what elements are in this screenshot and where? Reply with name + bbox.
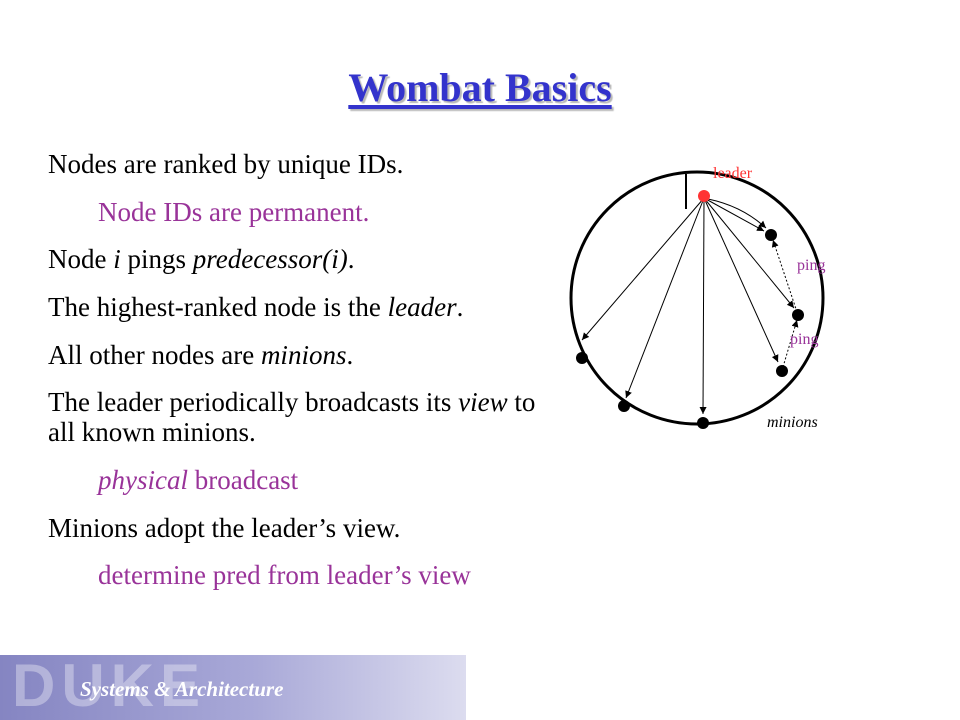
broadcast-arrow bbox=[699, 197, 707, 415]
bullet-text: . bbox=[346, 339, 354, 370]
bullet-text-italic: view bbox=[458, 387, 508, 418]
minion-node bbox=[618, 400, 630, 412]
bullet-text: The leader periodically broadcasts its bbox=[48, 387, 459, 418]
ring-circle bbox=[569, 170, 825, 426]
bullet-text: Node IDs are permanent. bbox=[98, 196, 370, 227]
ping-arrow bbox=[771, 239, 798, 313]
minion-node bbox=[697, 417, 709, 429]
bullet-broadcast-view: The leader periodically broadcasts its v… bbox=[48, 388, 568, 447]
leader-label: leader bbox=[713, 165, 753, 182]
bullet-text-italic: physical bbox=[98, 464, 188, 495]
subbullet-permanent-ids: Node IDs are permanent. bbox=[98, 196, 568, 228]
broadcast-arrow bbox=[703, 197, 765, 232]
bullet-text: to all known minions. bbox=[48, 387, 536, 448]
ring-diagram: leader ping ping minions bbox=[569, 165, 825, 431]
subbullet-physical-broadcast: physical broadcast bbox=[98, 464, 568, 496]
broadcast-arrow bbox=[703, 197, 795, 309]
bullet-text-italic: predecessor(i) bbox=[192, 244, 348, 275]
bullet-text: . bbox=[456, 292, 464, 323]
ping-label: ping bbox=[790, 331, 818, 348]
bullet-text-italic: leader bbox=[387, 292, 457, 323]
bullet-list: Nodes are ranked by unique IDs. Node IDs… bbox=[48, 149, 568, 609]
bullet-text: Nodes are ranked by unique IDs. bbox=[48, 149, 404, 179]
minion-node bbox=[776, 365, 788, 377]
leader-node bbox=[698, 190, 710, 202]
bullet-text: pings bbox=[120, 244, 193, 275]
bullet-text: determine pred from leader’s view bbox=[98, 560, 471, 591]
bullet-text: All other nodes are bbox=[48, 339, 261, 370]
footer-banner: DUKE Systems & Architecture bbox=[0, 652, 466, 720]
bullet-ranked-ids: Nodes are ranked by unique IDs. bbox=[48, 149, 568, 180]
minions-label: minions bbox=[767, 414, 818, 431]
slide-title: Wombat Basics bbox=[348, 65, 612, 110]
bullet-text-italic: minions bbox=[260, 339, 347, 370]
minion-node bbox=[765, 229, 777, 241]
bullet-text: broadcast bbox=[187, 464, 299, 495]
ping-arrow bbox=[782, 319, 799, 368]
bullet-pings-predecessor: Node i pings predecessor(i). bbox=[48, 245, 568, 275]
bullet-text: Node bbox=[48, 244, 114, 275]
bullet-text: . bbox=[347, 244, 355, 275]
bullet-text-italic: i bbox=[113, 244, 121, 275]
bullet-text: Minions adopt the leader’s view. bbox=[48, 512, 401, 543]
bullet-text: The highest-ranked node is the bbox=[48, 292, 388, 323]
ping-label: ping bbox=[797, 257, 825, 274]
minion-node bbox=[792, 309, 804, 321]
footer-tagline: Systems & Architecture bbox=[80, 677, 284, 701]
leader-to-node-arc-arrow bbox=[707, 198, 767, 229]
broadcast-arrow bbox=[703, 197, 779, 363]
bullet-minions: All other nodes are minions. bbox=[48, 339, 568, 371]
bullet-leader: The highest-ranked node is the leader. bbox=[48, 292, 568, 323]
subbullet-determine-pred: determine pred from leader’s view bbox=[98, 560, 568, 591]
broadcast-arrow bbox=[625, 197, 705, 399]
bullet-adopt-view: Minions adopt the leader’s view. bbox=[48, 512, 568, 544]
broadcast-arrow bbox=[581, 197, 705, 341]
duke-logo: DUKE bbox=[12, 652, 207, 719]
minion-node bbox=[576, 352, 588, 364]
